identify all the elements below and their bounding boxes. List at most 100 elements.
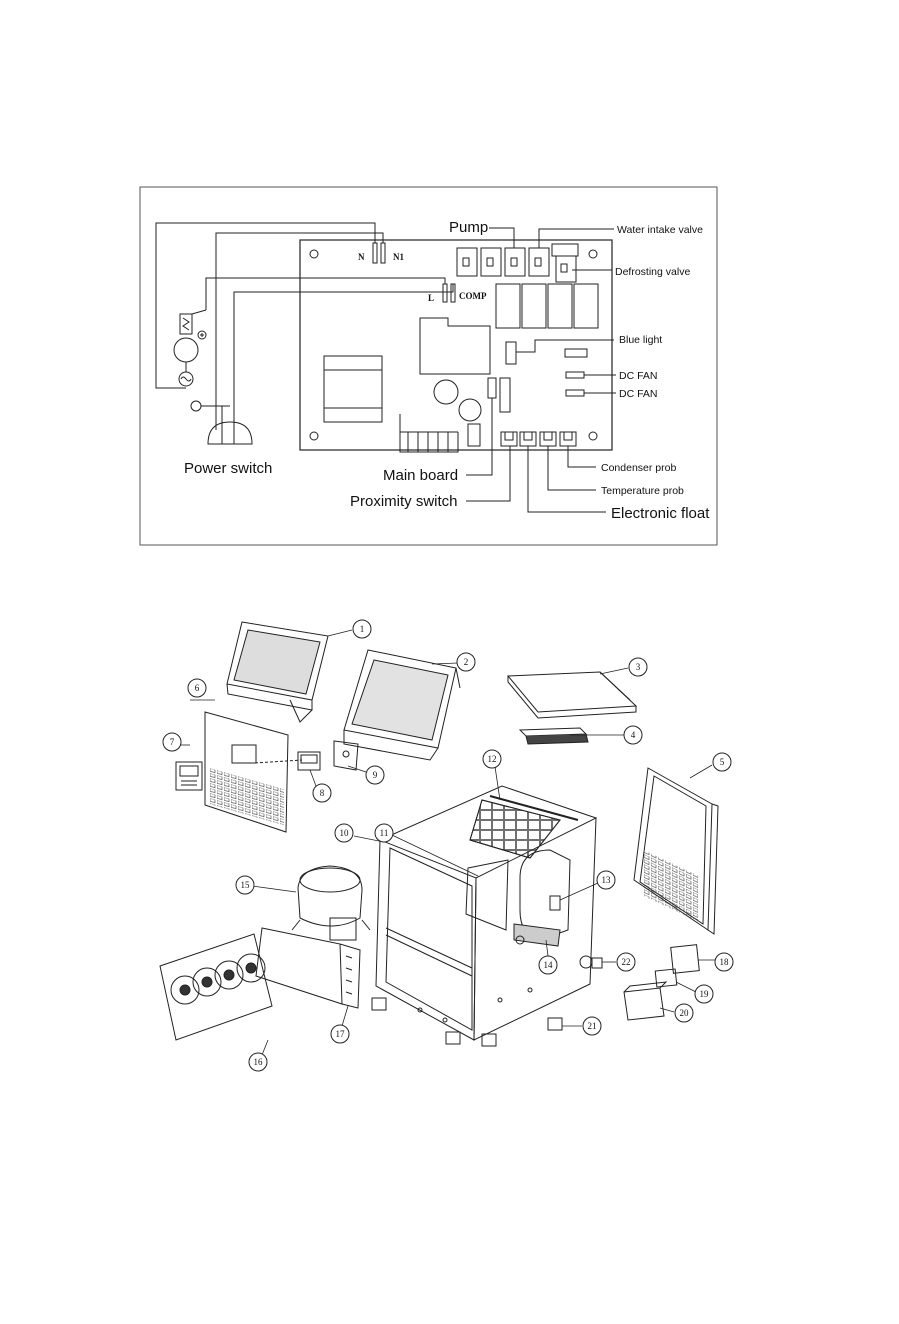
callout-13: 13 bbox=[597, 871, 615, 889]
part-compressor bbox=[292, 866, 370, 940]
label-power-switch: Power switch bbox=[184, 460, 272, 477]
pin-label-n1: N1 bbox=[393, 252, 404, 262]
svg-text:7: 7 bbox=[170, 737, 175, 747]
svg-text:14: 14 bbox=[544, 960, 554, 970]
svg-text:18: 18 bbox=[720, 957, 730, 967]
callout-8: 8 bbox=[313, 784, 331, 802]
label-condenser-prob: Condenser prob bbox=[601, 462, 676, 474]
leader-temperature bbox=[548, 446, 596, 490]
svg-text:15: 15 bbox=[241, 880, 251, 890]
pin-label-comp: COMP bbox=[459, 291, 487, 301]
svg-text:6: 6 bbox=[195, 683, 200, 693]
label-pump: Pump bbox=[449, 219, 488, 236]
part-fan-array bbox=[160, 934, 272, 1040]
label-dc-fan-1: DC FAN bbox=[619, 370, 658, 382]
exploded-view bbox=[160, 622, 718, 1055]
part-side-panel bbox=[634, 768, 718, 934]
leader-float bbox=[528, 446, 606, 512]
svg-text:17: 17 bbox=[336, 1029, 346, 1039]
capacitor bbox=[459, 399, 481, 421]
pin-label-n: N bbox=[358, 252, 365, 262]
part-top-lid bbox=[227, 622, 328, 722]
label-main-board: Main board bbox=[383, 467, 458, 484]
svg-text:3: 3 bbox=[636, 662, 641, 672]
part-cabinet bbox=[376, 786, 596, 1040]
label-electronic-float: Electronic float bbox=[611, 505, 710, 522]
callout-3: 3 bbox=[629, 658, 647, 676]
callout-16: 16 bbox=[249, 1053, 267, 1071]
control-ic bbox=[420, 318, 490, 374]
svg-text:16: 16 bbox=[254, 1057, 264, 1067]
callout-19: 19 bbox=[695, 985, 713, 1003]
leader-water-intake bbox=[539, 229, 614, 248]
label-dc-fan-2: DC FAN bbox=[619, 388, 658, 400]
part-front-lid bbox=[344, 650, 460, 760]
svg-text:2: 2 bbox=[464, 657, 469, 667]
label-defrosting-valve: Defrosting valve bbox=[615, 266, 690, 278]
callout-22: 22 bbox=[617, 953, 635, 971]
label-temperature-prob: Temperature prob bbox=[601, 485, 684, 497]
board-mount-hole bbox=[310, 432, 318, 440]
part-control-board bbox=[298, 752, 320, 770]
svg-text:19: 19 bbox=[700, 989, 710, 999]
power-switch-symbol bbox=[208, 422, 252, 444]
label-proximity-switch: Proximity switch bbox=[350, 493, 458, 510]
part-small-board bbox=[334, 741, 358, 770]
svg-text:1: 1 bbox=[360, 624, 365, 634]
relays bbox=[496, 284, 598, 328]
label-water-intake-valve: Water intake valve bbox=[617, 224, 703, 236]
svg-text:11: 11 bbox=[380, 828, 389, 838]
svg-text:22: 22 bbox=[622, 957, 631, 967]
bottom-connectors bbox=[501, 432, 576, 446]
pin-label-l: L bbox=[428, 293, 434, 303]
callout-17: 17 bbox=[331, 1025, 349, 1043]
leader-proximity bbox=[466, 446, 510, 501]
transformer bbox=[324, 356, 382, 422]
callout-4: 4 bbox=[624, 726, 642, 744]
label-blue-light: Blue light bbox=[619, 334, 662, 346]
capacitor bbox=[434, 380, 458, 404]
leader-main-board bbox=[466, 398, 492, 475]
board-mount-hole bbox=[310, 250, 318, 258]
callout-18: 18 bbox=[715, 953, 733, 971]
terminal-blocks bbox=[457, 244, 578, 282]
svg-text:10: 10 bbox=[340, 828, 350, 838]
callout-21: 21 bbox=[583, 1017, 601, 1035]
svg-text:12: 12 bbox=[488, 754, 497, 764]
ground-symbol bbox=[191, 401, 201, 411]
compressor-symbol bbox=[174, 310, 206, 386]
svg-text:21: 21 bbox=[588, 1021, 597, 1031]
callout-9: 9 bbox=[366, 766, 384, 784]
wire-n bbox=[156, 223, 375, 388]
callout-20: 20 bbox=[675, 1004, 693, 1022]
part-20-box bbox=[624, 982, 666, 1020]
heatsink bbox=[400, 414, 458, 452]
callout-1: 1 bbox=[353, 620, 371, 638]
svg-text:9: 9 bbox=[373, 770, 378, 780]
callout-5: 5 bbox=[713, 753, 731, 771]
svg-text:5: 5 bbox=[720, 757, 725, 767]
part-control-display bbox=[176, 762, 202, 790]
callout-12: 12 bbox=[483, 750, 501, 768]
callout-2: 2 bbox=[457, 653, 475, 671]
wire-l bbox=[206, 278, 445, 310]
board-mount-hole bbox=[589, 432, 597, 440]
callout-6: 6 bbox=[188, 679, 206, 697]
svg-text:13: 13 bbox=[602, 875, 612, 885]
board-mount-hole bbox=[589, 250, 597, 258]
part-top-panel bbox=[508, 672, 636, 718]
svg-text:4: 4 bbox=[631, 730, 636, 740]
part-front-panel bbox=[205, 712, 302, 832]
callout-15: 15 bbox=[236, 876, 254, 894]
leader-condenser bbox=[568, 446, 596, 467]
svg-text:8: 8 bbox=[320, 788, 325, 798]
leader-pump bbox=[489, 228, 514, 248]
svg-text:20: 20 bbox=[680, 1008, 690, 1018]
part-bracket bbox=[520, 728, 588, 744]
callout-11: 11 bbox=[375, 824, 393, 842]
wiring-labels: N N1 L COMP Pump Water intake valve Defr… bbox=[184, 219, 710, 522]
callout-7: 7 bbox=[163, 733, 181, 751]
callout-14: 14 bbox=[539, 956, 557, 974]
callout-10: 10 bbox=[335, 824, 353, 842]
